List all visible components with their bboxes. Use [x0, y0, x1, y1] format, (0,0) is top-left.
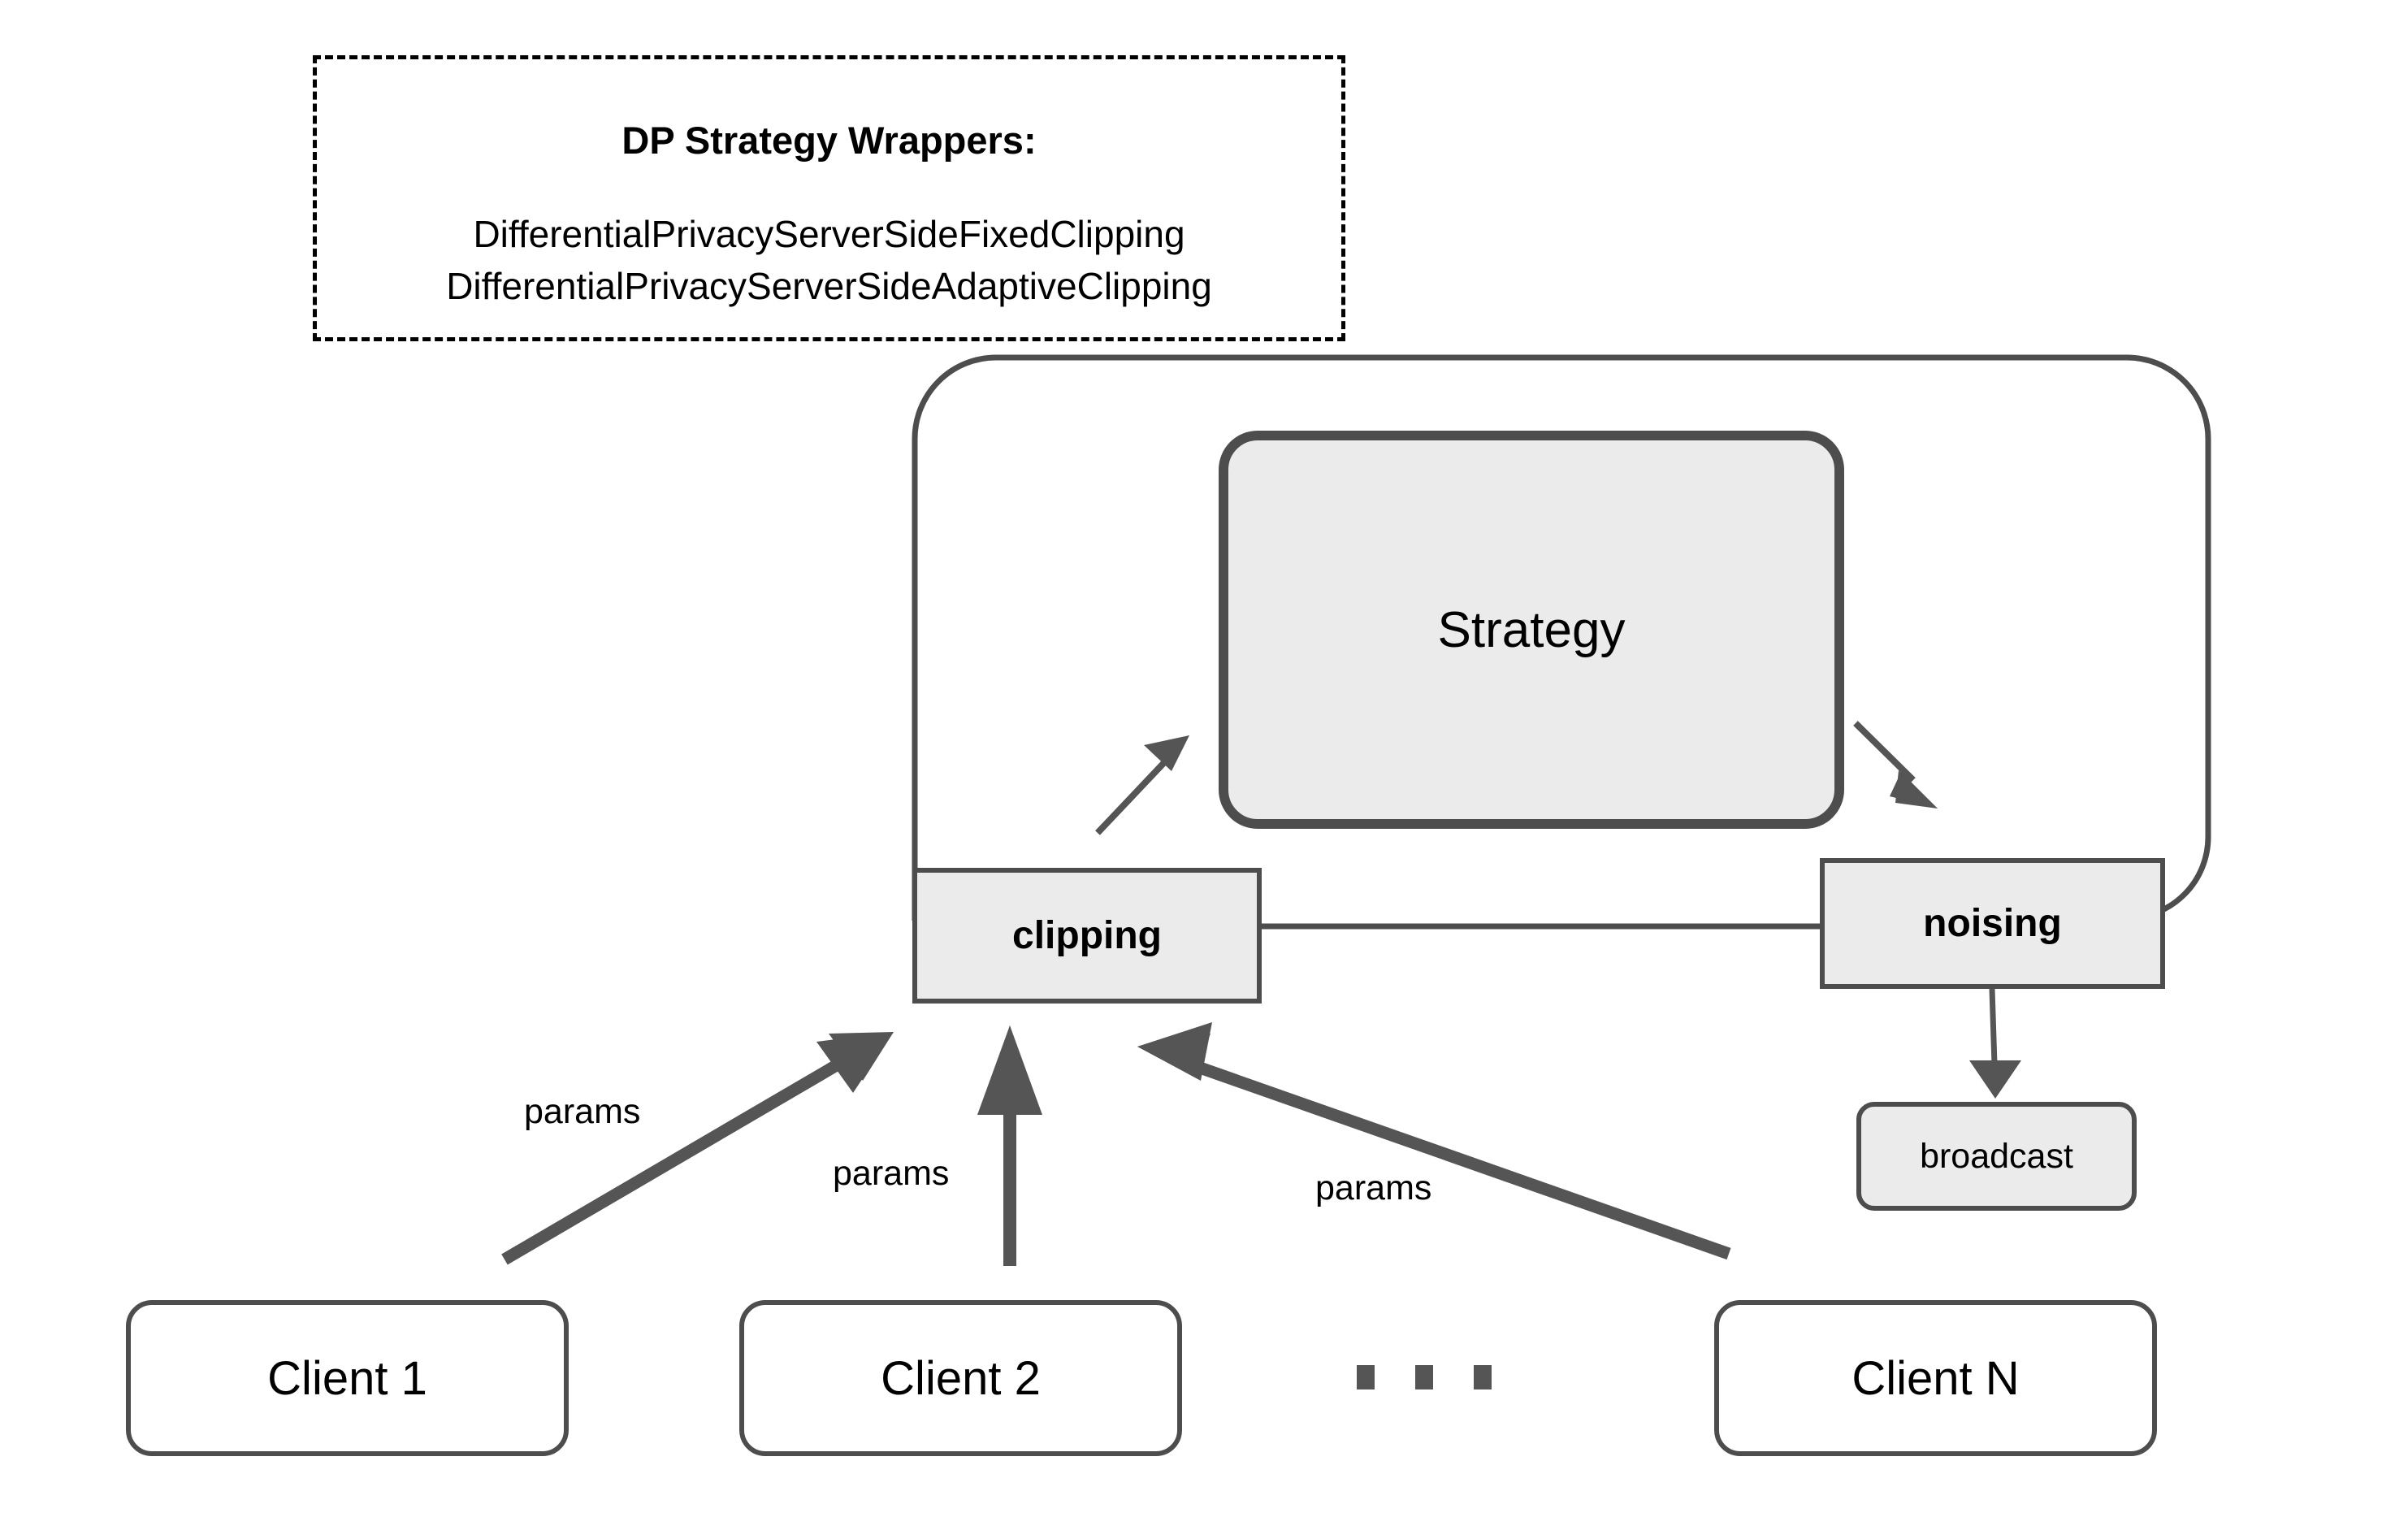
strategy-node[interactable]: Strategy [1219, 431, 1844, 829]
client2-to-clipping-arrow [977, 1025, 1042, 1266]
client-node-n[interactable]: Client N [1714, 1300, 2157, 1456]
client-node-1[interactable]: Client 1 [126, 1300, 569, 1456]
client-node-label: Client N [1851, 1351, 2020, 1405]
clipping-node-label: clipping [1012, 914, 1162, 957]
client1-to-clipping-arrow [501, 1032, 894, 1265]
strategy-to-noising-arrow [1853, 721, 1938, 809]
client-node-label: Client 1 [267, 1351, 427, 1405]
clientN-to-clipping-arrow [1137, 1022, 1731, 1260]
clipping-to-strategy-arrow [1095, 735, 1189, 835]
broadcast-node-label: broadcast [1920, 1136, 2073, 1176]
client-node-2[interactable]: Client 2 [739, 1300, 1182, 1456]
clipping-node[interactable]: clipping [912, 868, 1262, 1004]
params-edge-label: params [524, 1092, 641, 1131]
broadcast-node[interactable]: broadcast [1856, 1102, 2137, 1211]
dp-strategy-wrappers-note: DP Strategy Wrappers: DifferentialPrivac… [313, 55, 1345, 341]
noising-node-label: noising [1923, 902, 2062, 945]
ellipsis-dot-icon [1415, 1365, 1433, 1389]
ellipsis-dot-icon [1474, 1365, 1492, 1389]
note-wrapper-item: DifferentialPrivacyServerSideFixedClippi… [473, 213, 1185, 255]
params-edge-label: params [1315, 1168, 1432, 1207]
noising-node[interactable]: noising [1820, 858, 2165, 989]
note-wrapper-list: DifferentialPrivacyServerSideFixedClippi… [317, 208, 1341, 312]
params-edge-label: params [833, 1154, 950, 1193]
noising-to-broadcast-arrow [1969, 988, 2021, 1099]
note-wrapper-item: DifferentialPrivacyServerSideAdaptiveCli… [446, 265, 1212, 307]
clients-ellipsis [1357, 1365, 1519, 1389]
note-title: DP Strategy Wrappers: [621, 119, 1037, 162]
strategy-node-label: Strategy [1437, 601, 1626, 658]
client-node-label: Client 2 [881, 1351, 1041, 1405]
ellipsis-dot-icon [1357, 1365, 1375, 1389]
